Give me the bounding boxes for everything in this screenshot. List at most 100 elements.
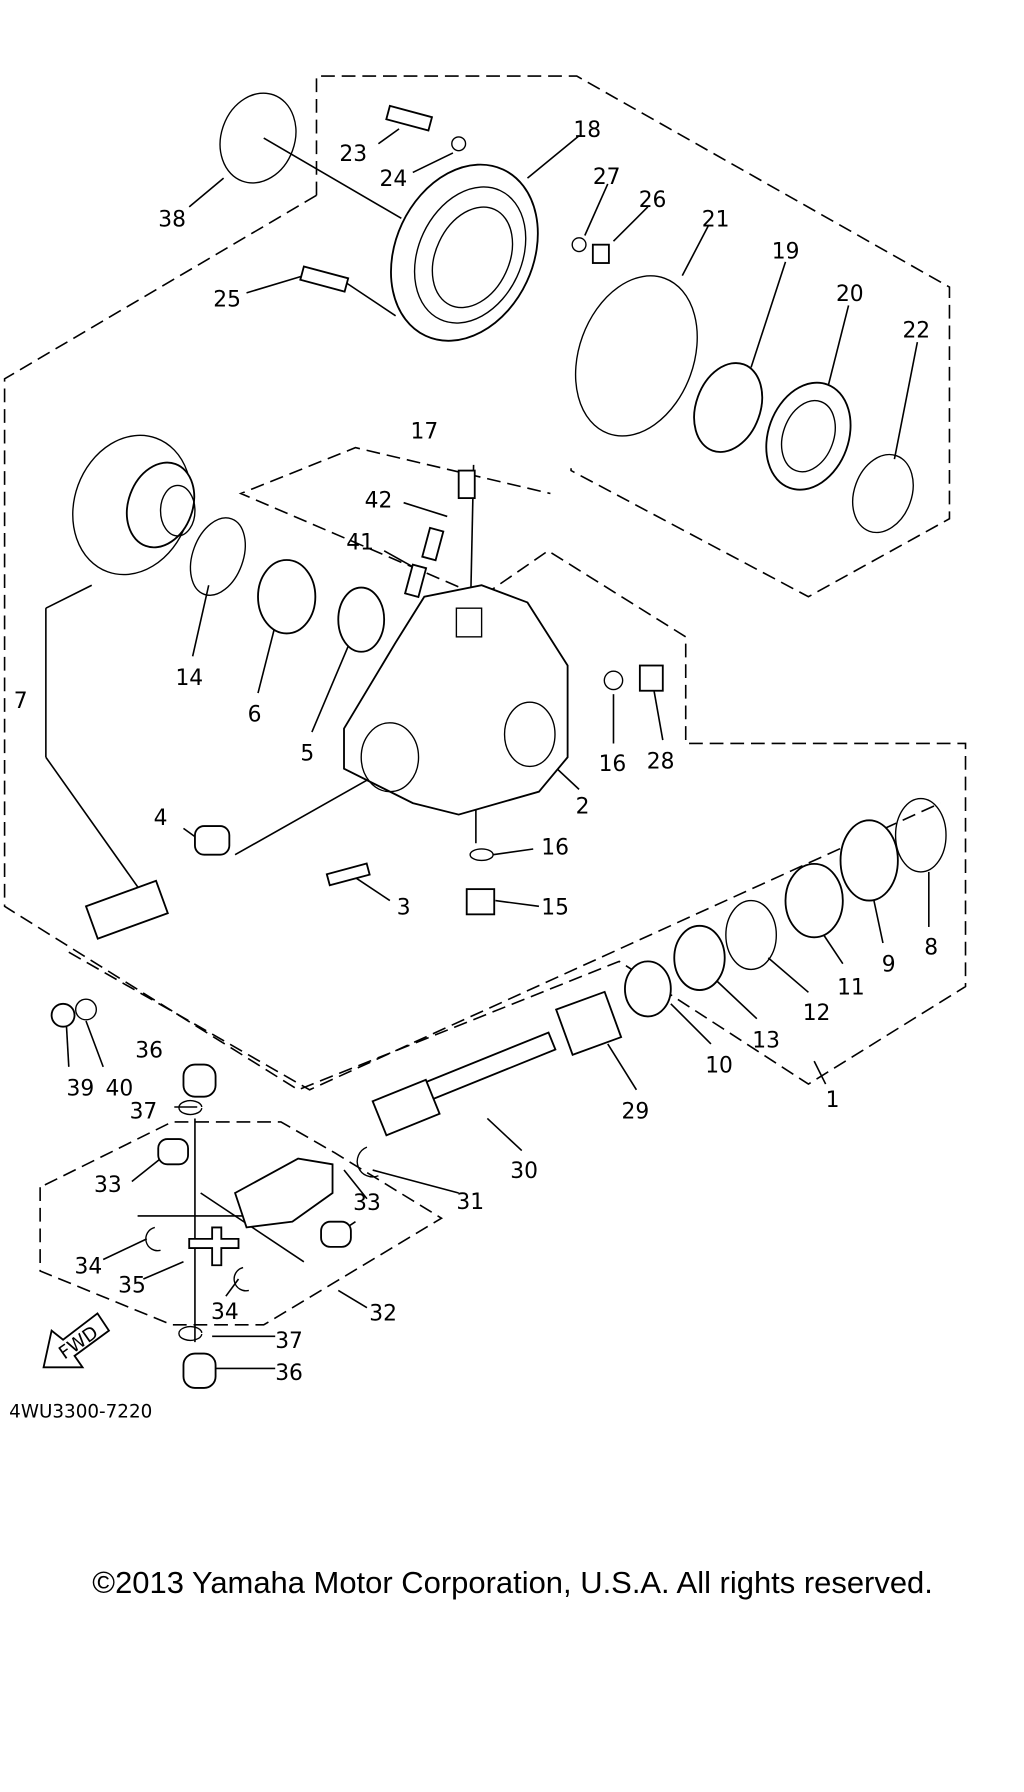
callout: 24 <box>380 167 408 192</box>
callout: 40 <box>105 1077 133 1102</box>
callout: 34 <box>75 1254 103 1279</box>
diagram-code: 4WU3300-7220 <box>9 1402 152 1423</box>
callouts: 38 23 24 18 27 26 21 19 20 22 25 17 42 4… <box>14 118 938 1386</box>
bearing-20 <box>765 381 852 491</box>
collar-10 <box>624 960 672 1018</box>
callout: 32 <box>369 1301 397 1326</box>
parts: FWD <box>42 92 947 1389</box>
o-ring-21 <box>574 275 698 437</box>
nut-39 <box>50 1002 76 1028</box>
callout: 23 <box>339 142 367 167</box>
bearing-29 <box>554 990 623 1056</box>
callout: 3 <box>397 895 411 920</box>
callout: 11 <box>837 976 865 1001</box>
spider-35 <box>188 1226 240 1267</box>
callout: 6 <box>248 703 262 728</box>
callout: 25 <box>213 288 241 313</box>
bearing-36a <box>182 1063 217 1098</box>
callout: 28 <box>647 750 675 775</box>
callout: 7 <box>14 689 28 714</box>
callout: 8 <box>924 935 938 960</box>
callout: 41 <box>346 531 374 556</box>
callout: 42 <box>365 488 393 513</box>
callout: 36 <box>275 1361 303 1386</box>
callout: 17 <box>411 419 439 444</box>
leader-lines <box>45 128 930 1370</box>
washer-40 <box>74 998 98 1021</box>
outline-cover-group <box>315 75 951 598</box>
spacer-5 <box>337 586 386 653</box>
ring-gear-7 <box>72 434 196 576</box>
callout: 38 <box>158 207 186 232</box>
callout: 33 <box>353 1191 381 1216</box>
pin-41a <box>421 526 445 562</box>
oil-seal-19 <box>693 362 764 453</box>
callout: 12 <box>803 1001 831 1026</box>
callout: 15 <box>541 895 569 920</box>
callout: 34 <box>211 1300 239 1325</box>
shaft-30 <box>371 1031 557 1137</box>
washer-24 <box>451 136 467 152</box>
pinion-gear <box>84 879 169 940</box>
callout: 21 <box>702 207 730 232</box>
callout: 20 <box>836 282 864 307</box>
callout: 33 <box>94 1173 122 1198</box>
gear-case-2 <box>343 584 569 816</box>
washer-27 <box>571 237 587 253</box>
callout: 1 <box>826 1088 840 1113</box>
callout: 37 <box>130 1099 158 1124</box>
callout: 18 <box>573 118 601 143</box>
bearing-20-inner <box>780 399 836 473</box>
washer-16b <box>469 848 494 862</box>
callout: 16 <box>541 836 569 861</box>
bearing-33a <box>157 1138 189 1166</box>
callout: 30 <box>510 1159 538 1184</box>
callout: 9 <box>882 953 896 978</box>
callout: 14 <box>175 666 203 691</box>
oil-seal-13 <box>673 924 726 991</box>
plug-28 <box>638 664 664 692</box>
circlip-34b <box>233 1266 249 1292</box>
bolt-23 <box>385 104 434 132</box>
copyright-notice: ©2013 Yamaha Motor Corporation, U.S.A. A… <box>92 1565 933 1600</box>
yoke <box>233 1157 334 1229</box>
callout: 27 <box>593 165 621 190</box>
outline-joint-group <box>39 1121 444 1326</box>
stud-3 <box>325 862 371 887</box>
bolt-25 <box>299 265 350 293</box>
callout: 39 <box>67 1077 95 1102</box>
callout: 26 <box>639 188 667 213</box>
bearing-9 <box>839 819 899 902</box>
callout: 19 <box>772 239 800 264</box>
bolt-15 <box>465 888 496 916</box>
callout: 16 <box>599 752 627 777</box>
circlip-37a <box>178 1099 203 1116</box>
bearing-4 <box>194 825 231 856</box>
bearing-33b <box>320 1220 352 1248</box>
callout: 22 <box>902 319 930 344</box>
bearing-36b <box>182 1352 217 1389</box>
bolt-26 <box>591 243 610 264</box>
callout: 36 <box>135 1039 163 1064</box>
fwd-arrow-icon: FWD <box>42 1312 111 1369</box>
callout: 35 <box>118 1274 146 1299</box>
callout: 5 <box>300 742 314 767</box>
callout: 4 <box>154 806 168 831</box>
callout: 10 <box>705 1054 733 1079</box>
circlip-31 <box>356 1146 379 1178</box>
shim-22 <box>852 453 914 534</box>
o-ring-12 <box>725 899 778 971</box>
bearing-housing-18 <box>390 163 539 342</box>
o-ring-38 <box>219 92 297 184</box>
outline-gear-group <box>3 194 967 1091</box>
callout: 13 <box>752 1028 780 1053</box>
plate-14 <box>189 517 246 596</box>
bearing-6 <box>257 559 317 635</box>
circlip-34a <box>145 1226 161 1252</box>
washer-16a <box>603 670 624 691</box>
nut-11 <box>784 862 844 939</box>
shim-8 <box>894 797 947 873</box>
outline-shaft-group <box>68 802 941 1091</box>
group-outlines <box>3 75 967 1326</box>
